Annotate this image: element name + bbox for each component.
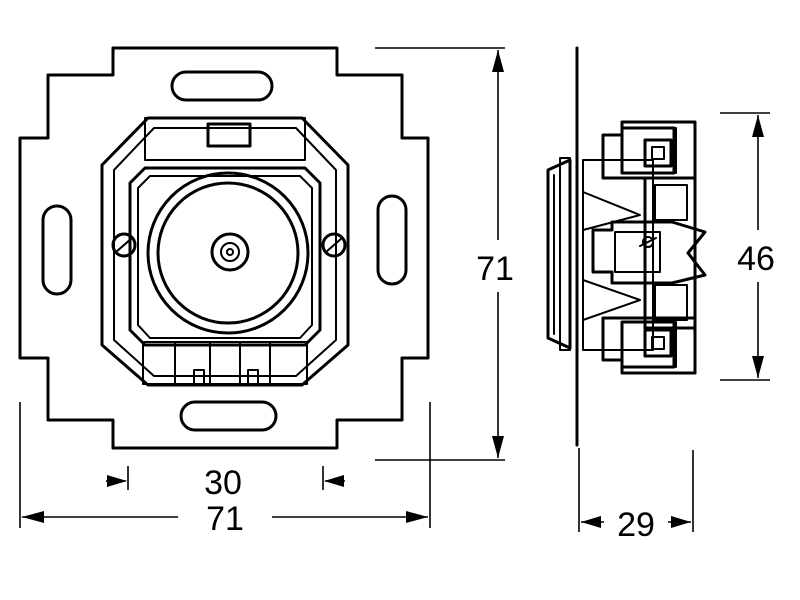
terminal-bottom — [601, 316, 697, 375]
dim-width-inner: 30 — [106, 464, 345, 502]
top-tab — [206, 122, 252, 148]
knob-shaft-outer — [210, 232, 250, 272]
dimension-lines: 71 30 71 46 — [19, 47, 775, 544]
screw-left-icon — [111, 232, 137, 258]
front-view — [18, 46, 430, 450]
slot-top — [170, 70, 274, 102]
rotary-knob-outer — [146, 171, 310, 335]
dim-label-width-outer: 71 — [206, 500, 244, 538]
screw-right-icon — [321, 232, 347, 258]
dim-depth: 29 — [581, 506, 691, 544]
slot-bottom — [179, 400, 278, 432]
knob-shaft — [220, 242, 240, 262]
terminal-block — [142, 341, 308, 385]
dim-label-height-side: 46 — [737, 240, 775, 278]
knob-frame — [128, 166, 322, 347]
slot-left — [41, 204, 73, 296]
dim-label-depth: 29 — [617, 506, 655, 544]
top-bar — [144, 117, 306, 161]
dim-label-width-inner: 30 — [204, 464, 242, 502]
insert-housing-inner — [113, 127, 337, 377]
insert-body — [582, 159, 654, 351]
terminal-top — [601, 120, 697, 180]
mechanism-center — [591, 176, 707, 330]
rotary-knob — [156, 181, 300, 325]
dim-height-outer: 71 — [476, 50, 514, 458]
dim-height-side: 46 — [737, 115, 775, 378]
slot-right — [376, 194, 408, 286]
dim-width-outer: 71 — [22, 500, 428, 538]
mounting-plate — [18, 46, 430, 450]
side-view — [546, 46, 707, 447]
dim-label-height-outer: 71 — [476, 250, 514, 288]
